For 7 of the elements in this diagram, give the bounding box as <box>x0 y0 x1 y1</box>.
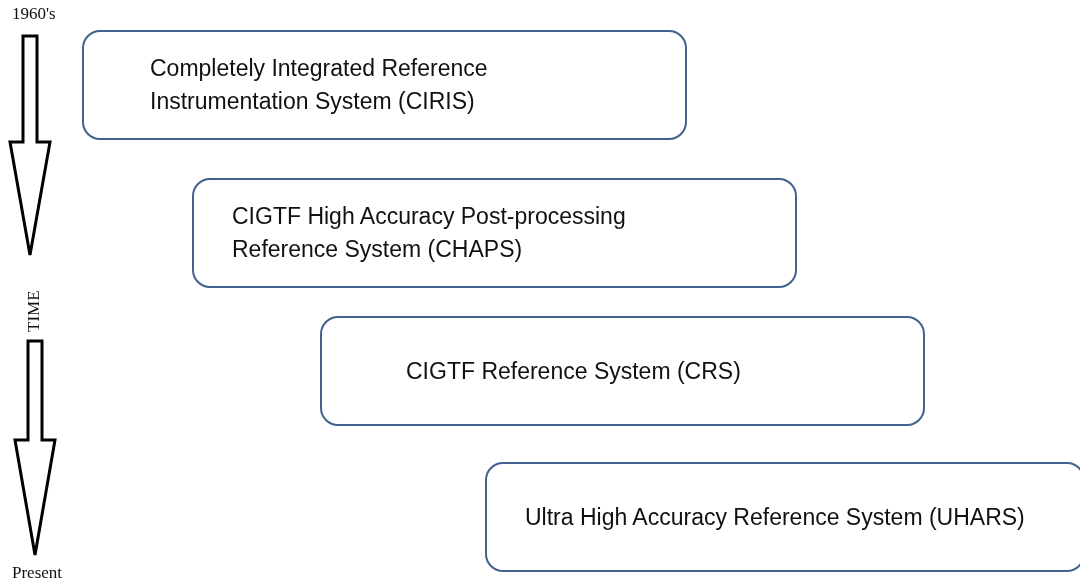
timeline-box: Ultra High Accuracy Reference System (UHARS) <box>485 462 1080 572</box>
period-label: 1960's <box>12 4 56 24</box>
timeline-box: Completely Integrated Reference Instrumentation System (CIRIS) <box>82 30 687 140</box>
period-label: Present <box>12 563 63 583</box>
axis-label: TIME <box>24 290 44 332</box>
timeline-box: CIGTF Reference System (CRS) <box>320 316 925 426</box>
timeline-box: CIGTF High Accuracy Post-processing Reference System (CHAPS) <box>192 178 797 288</box>
